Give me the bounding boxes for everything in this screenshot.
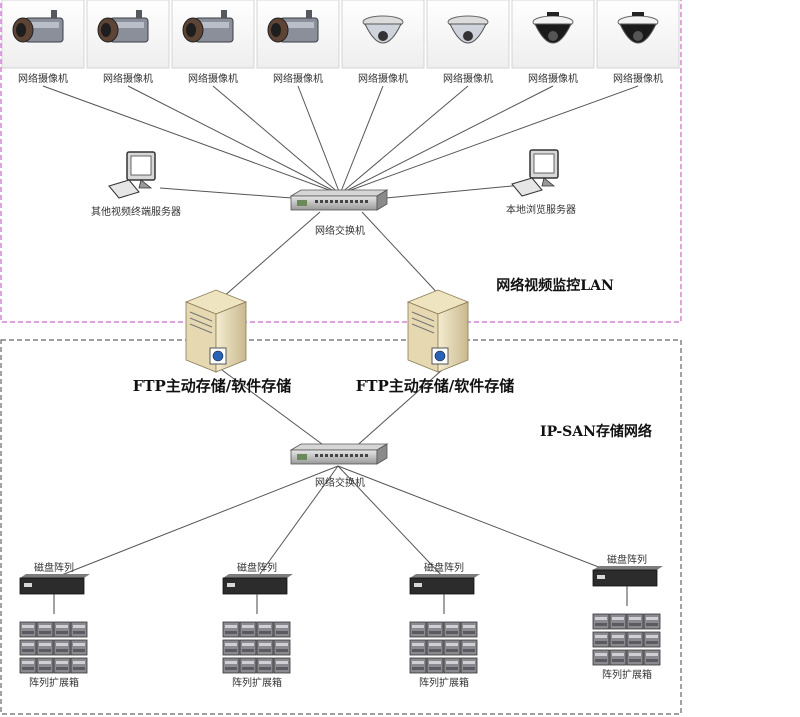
san-region-border <box>0 339 682 715</box>
camera-label: 网络摄像机 <box>18 72 68 85</box>
server-link <box>221 211 321 299</box>
network-switch-icon <box>289 443 389 465</box>
camera-link <box>297 85 341 195</box>
camera-row: 网络摄像机 网络摄像机 网络摄像机 网络摄像机 网络摄像机 网络摄像机 网络摄像机 网络摄像机 <box>1 0 680 85</box>
disk-array-icon <box>222 574 293 595</box>
disk-array-icon <box>409 574 480 595</box>
expansion-shelf-label: 阵列扩展箱 <box>232 676 282 689</box>
network-switch-icon <box>289 189 389 211</box>
camera-link <box>339 85 554 195</box>
server-label-2: FTP主动存储/软件存储 <box>356 377 515 395</box>
camera-4: 网络摄像机 <box>256 0 340 85</box>
camera-label: 网络摄像机 <box>528 72 578 85</box>
camera-link <box>339 85 639 195</box>
camera-icon <box>12 10 64 43</box>
san-title: IP-SAN存储网络 <box>540 423 652 440</box>
camera-label: 网络摄像机 <box>188 72 238 85</box>
camera-frame <box>511 0 595 69</box>
expansion-shelf-icon <box>409 621 478 674</box>
camera-link <box>339 85 469 195</box>
server-link <box>221 369 331 451</box>
camera-label: 网络摄像机 <box>103 72 153 85</box>
dome-camera-icon <box>532 12 574 44</box>
camera-label: 网络摄像机 <box>613 72 663 85</box>
left-terminal-label: 其他视频终端服务器 <box>91 205 181 218</box>
lan-region-border <box>0 0 682 323</box>
disk-array-icon <box>19 574 90 595</box>
camera-link <box>339 85 384 195</box>
computer-icon <box>511 149 559 197</box>
camera-1: 网络摄像机 <box>1 0 85 85</box>
disk-array-label: 磁盘阵列 <box>237 561 277 574</box>
expansion-shelf-icon <box>592 613 661 666</box>
array-link <box>53 465 339 579</box>
san-switch-label: 网络交换机 <box>315 476 365 489</box>
expansion-shelf-icon <box>222 621 291 674</box>
lan-switch-label: 网络交换机 <box>315 224 365 237</box>
computer-icon <box>108 151 156 199</box>
camera-7: 网络摄像机 <box>511 0 595 85</box>
terminal-link <box>159 187 293 199</box>
disk-array-label: 磁盘阵列 <box>424 561 464 574</box>
camera-3: 网络摄像机 <box>171 0 255 85</box>
right-terminal-label: 本地浏览服务器 <box>506 203 576 216</box>
array-link <box>337 465 445 579</box>
server-link <box>361 211 443 299</box>
expansion-shelf-label: 阵列扩展箱 <box>602 668 652 681</box>
dome-camera-icon <box>447 15 489 44</box>
server-link <box>351 369 443 451</box>
camera-link <box>212 85 341 195</box>
camera-label: 网络摄像机 <box>358 72 408 85</box>
camera-8: 网络摄像机 <box>596 0 680 85</box>
disk-array-label: 磁盘阵列 <box>607 553 647 566</box>
expansion-shelf-label: 阵列扩展箱 <box>419 676 469 689</box>
terminal-link <box>385 184 523 199</box>
camera-6: 网络摄像机 <box>426 0 510 85</box>
server-tower-icon <box>184 289 248 373</box>
camera-icon <box>97 10 149 43</box>
camera-link <box>127 85 341 195</box>
expansion-shelf-icon <box>19 621 88 674</box>
camera-2: 网络摄像机 <box>86 0 170 85</box>
camera-5: 网络摄像机 <box>341 0 425 85</box>
disk-array-icon <box>592 566 663 587</box>
array-link <box>256 465 339 579</box>
camera-icon <box>267 10 319 43</box>
lan-title: 网络视频监控LAN <box>496 277 614 294</box>
camera-link <box>42 85 341 195</box>
array-link <box>337 465 628 579</box>
dome-camera-icon <box>362 15 404 44</box>
expansion-shelf-label: 阵列扩展箱 <box>29 676 79 689</box>
camera-label: 网络摄像机 <box>273 72 323 85</box>
camera-icon <box>182 10 234 43</box>
server-tower-icon <box>406 289 470 373</box>
dome-camera-icon <box>617 12 659 44</box>
server-label-1: FTP主动存储/软件存储 <box>133 377 292 395</box>
disk-array-label: 磁盘阵列 <box>34 561 74 574</box>
connection-lines <box>42 85 639 579</box>
camera-label: 网络摄像机 <box>443 72 493 85</box>
